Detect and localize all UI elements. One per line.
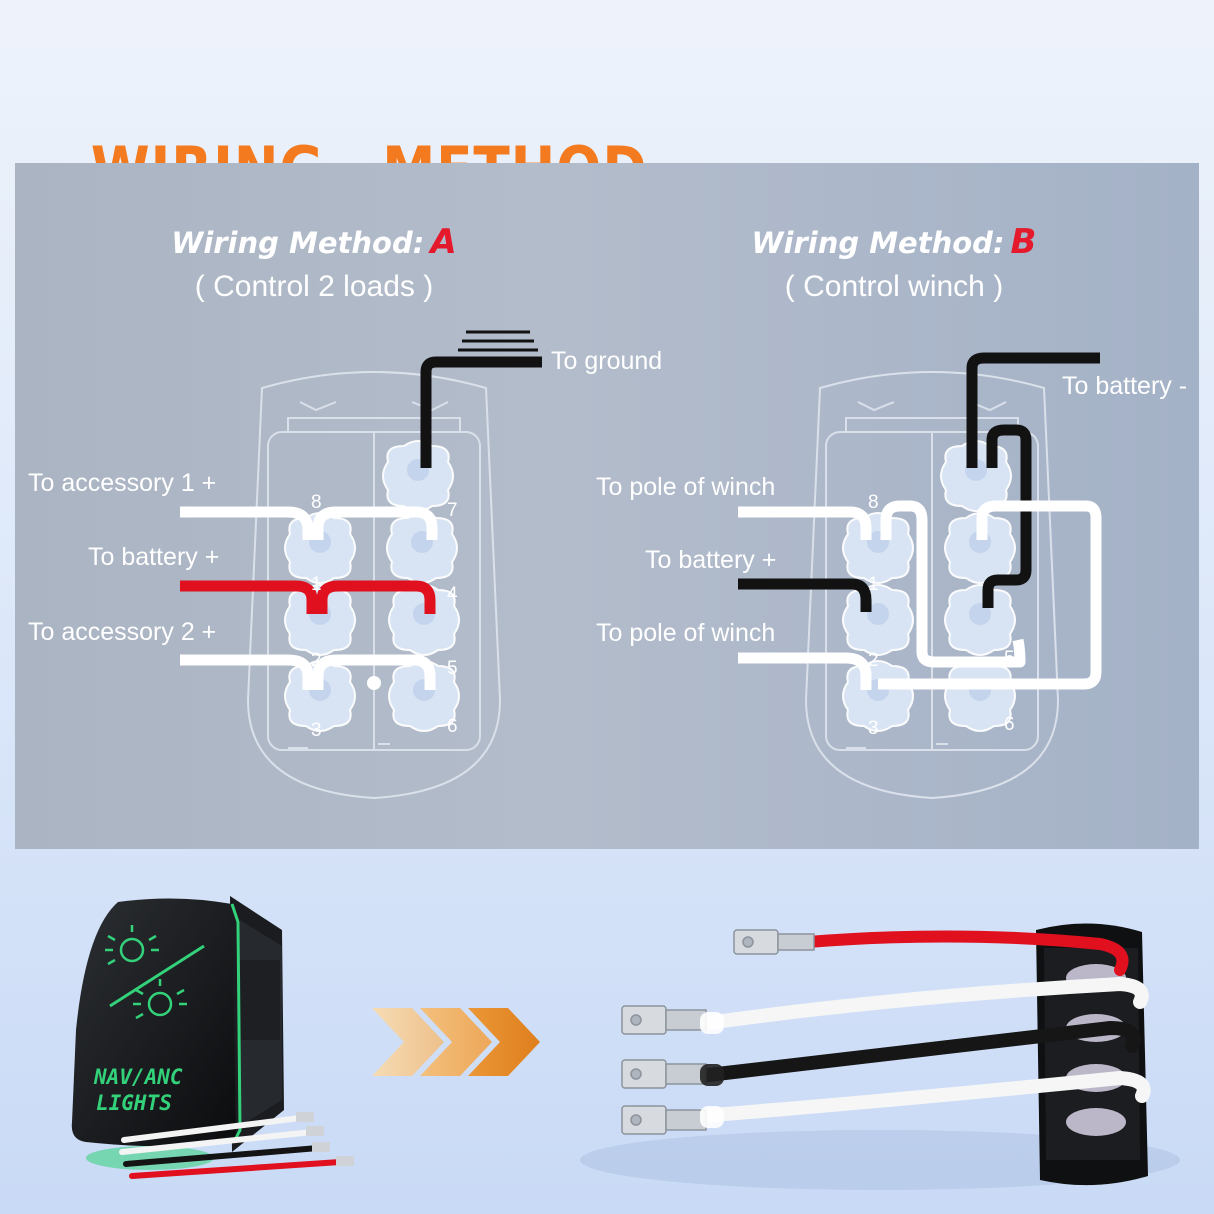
pin-a-1: 1	[311, 574, 322, 595]
legend-line-2: LIGHTS	[96, 1091, 172, 1115]
label-to-winch-pole-1: To pole of winch	[596, 473, 776, 501]
pin-a-7: 7	[447, 500, 458, 521]
label-to-battery-neg: To battery -	[1062, 372, 1188, 400]
method-b-title: Wiring Method:B	[614, 222, 1174, 263]
wire-ground	[420, 356, 542, 468]
label-to-accessory-2: To accessory 2 +	[28, 618, 217, 646]
wire-accessory-1	[180, 506, 438, 540]
lead-black	[693, 1020, 1141, 1083]
center-dot	[367, 676, 381, 690]
pin-b-2: 2	[868, 650, 879, 671]
method-a-subtitle: ( Control 2 loads )	[194, 270, 434, 303]
pin-a-3: 3	[311, 720, 322, 741]
wire-boots	[700, 1012, 724, 1128]
wire-winch-pole-1	[738, 506, 872, 540]
method-b-subtitle: ( Control winch )	[784, 270, 1004, 303]
method-b-letter: B	[1010, 222, 1037, 262]
lead-red	[802, 930, 1129, 976]
spade-terminal-3	[621, 1059, 707, 1089]
pin-b-8: 8	[868, 492, 879, 513]
label-to-battery-pos-a: To battery +	[88, 543, 220, 571]
terminal-a-7b	[386, 512, 458, 584]
pin-b-3: 3	[868, 718, 879, 739]
wire-winch-pole-2	[738, 652, 872, 690]
method-a-title: Wiring Method:A	[34, 222, 594, 263]
lead-white-2	[693, 1070, 1151, 1123]
wire-battery-pos-b	[738, 578, 872, 612]
terminal-b-1	[842, 584, 914, 656]
product-scene: NAV/ANC LIGHTS	[71, 896, 1180, 1190]
pin-a-6: 6	[447, 716, 458, 737]
pin-a-5: 5	[447, 658, 458, 679]
wire-battery-neg	[966, 352, 1100, 468]
ground-symbol	[458, 330, 538, 352]
rocker-switch	[71, 896, 284, 1170]
legend-line-1: NAV/ANC	[93, 1065, 183, 1089]
switch-b-body	[804, 371, 1060, 800]
label-to-ground: To ground	[551, 347, 663, 375]
pin-numbers-b: 8 1 2 5 3 6	[868, 492, 1015, 739]
pin-a-4: 4	[447, 584, 458, 605]
spade-terminal-4	[621, 1105, 707, 1135]
terminal-a-7	[382, 440, 454, 512]
wire-accessory-2	[180, 654, 436, 690]
arrow-icon	[372, 1008, 540, 1076]
pin-b-6: 6	[1004, 714, 1015, 735]
spade-terminals	[621, 929, 815, 1135]
wire-harness	[693, 930, 1151, 1123]
pin-b-1: 1	[868, 574, 879, 595]
switch-back-housing	[1036, 923, 1148, 1186]
headlight-icon	[133, 979, 187, 1020]
headlight-icon	[105, 925, 159, 966]
label-to-battery-pos-b: To battery +	[645, 546, 777, 574]
label-to-winch-pole-2: To pole of winch	[596, 619, 776, 647]
spade-terminal-1	[733, 929, 815, 955]
lead-white-1	[693, 976, 1149, 1031]
method-a-letter: A	[430, 222, 457, 262]
wire-winch-link	[880, 500, 1026, 668]
method-a-title-text: Wiring Method:	[171, 226, 425, 260]
label-to-accessory-1: To accessory 1 +	[28, 469, 217, 497]
method-b-title-text: Wiring Method:	[751, 226, 1005, 260]
pin-a-8: 8	[311, 492, 322, 513]
terminal-b-8	[842, 512, 914, 584]
terminal-b-4	[944, 584, 1016, 656]
pin-numbers-a: 8 7 1 4 2 5 3 6	[311, 492, 458, 741]
pin-a-2: 2	[311, 650, 322, 671]
wire-loop-b	[878, 500, 1102, 690]
spade-terminal-2	[621, 1005, 707, 1035]
small-harness	[119, 1112, 354, 1179]
wiring-diagrams: 8 7 1 4 2 5 3 6 8 1 2 5 3 6	[180, 330, 1102, 800]
pin-b-5: 5	[1004, 648, 1015, 669]
wire-battery-a	[180, 580, 436, 614]
